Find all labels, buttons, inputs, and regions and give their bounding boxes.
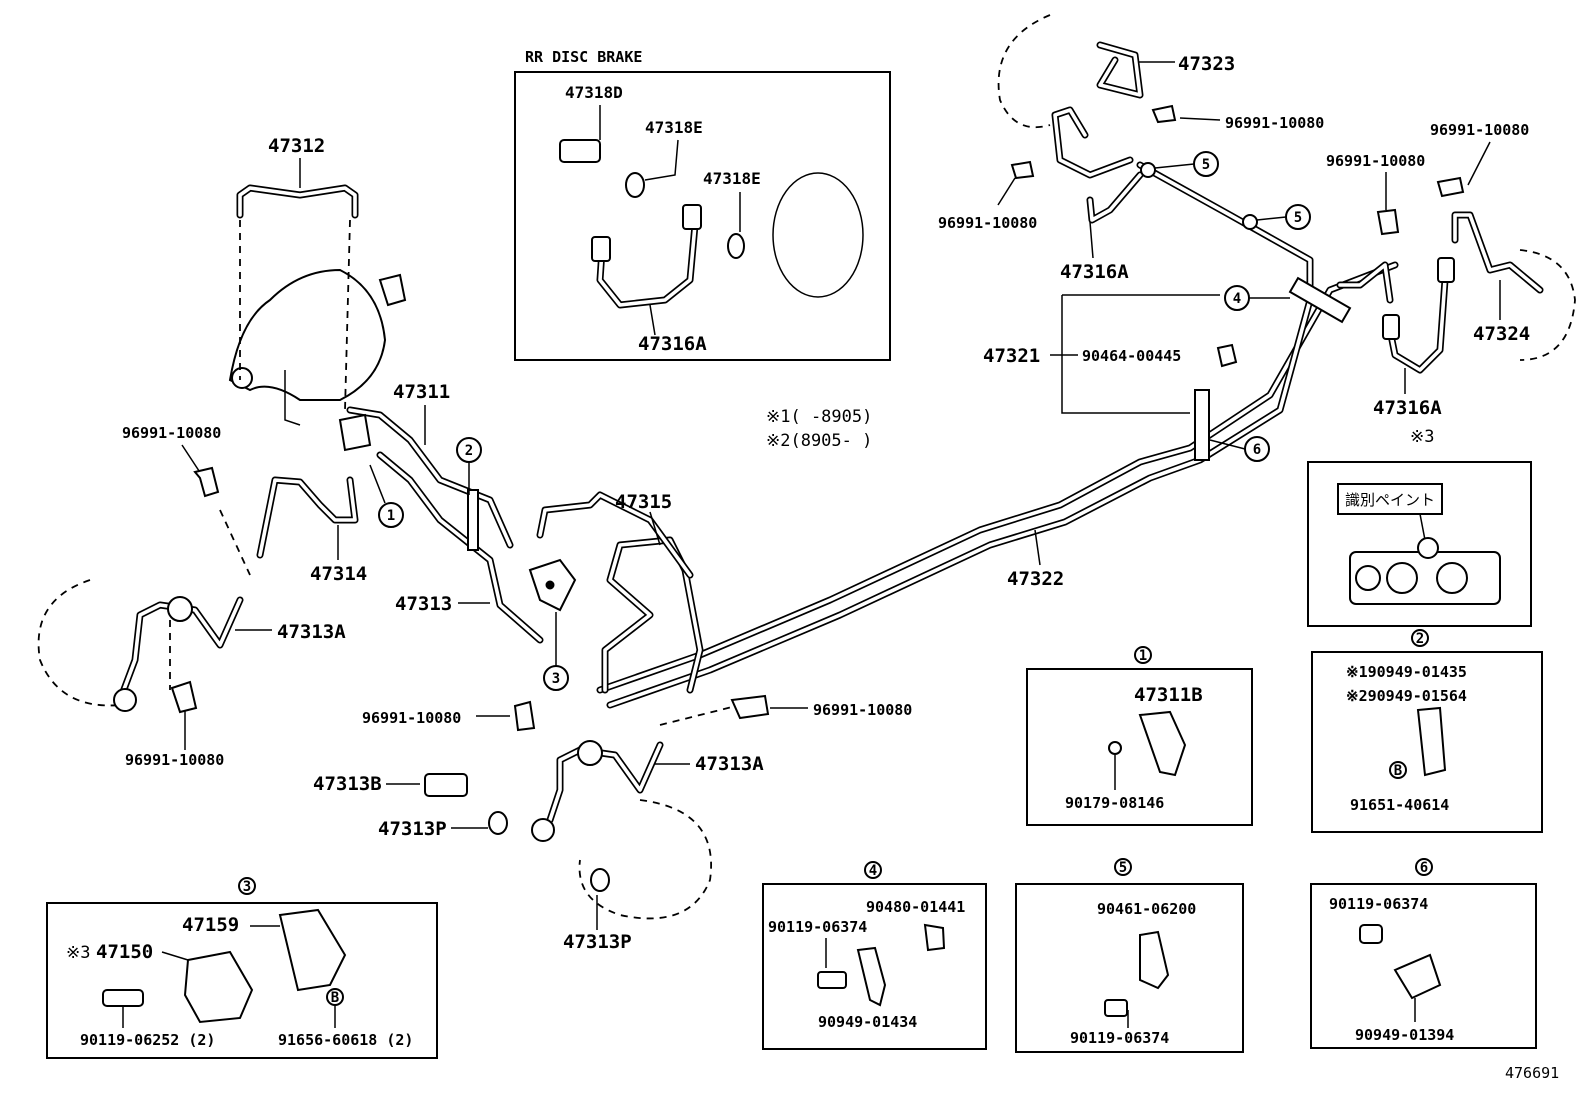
detail-2-badge: B — [1394, 763, 1402, 779]
label-clip-8: 96991-10080 — [1430, 121, 1529, 139]
detail-6-box: 6 90119-06374 90949-01394 — [1310, 858, 1537, 1049]
dashed-leaders — [169, 219, 741, 726]
detail-4-part-b: 90119-06374 — [768, 918, 867, 936]
detail-4-box: 4 90480-01441 90119-06374 90949-01434 — [762, 861, 987, 1050]
ref-6: 6 — [1253, 442, 1261, 458]
label-90464-00445: 90464-00445 — [1082, 347, 1181, 365]
detail-5-ref: 5 — [1119, 860, 1127, 876]
label-47313: 47313 — [395, 593, 452, 615]
detail-3-part-b: 47150 — [96, 941, 153, 963]
label-47323: 47323 — [1178, 53, 1235, 75]
detail-5-box: 5 90461-06200 90119-06374 — [1015, 858, 1244, 1053]
detail-x3-box: ※3 識別ペイント — [1307, 427, 1532, 627]
circle-references: 1 2 3 4 5 5 6 — [369, 151, 1311, 691]
ref-5a: 5 — [1202, 157, 1210, 173]
detail-3-box: 3 47159 ※3 47150 B 90119-06252 (2) 91656… — [46, 877, 438, 1059]
label-47313A-bottom: 47313A — [695, 753, 764, 775]
part-47318D-label: 47318D — [565, 83, 623, 102]
detail-x3-paint-label: 識別ペイント — [1345, 491, 1435, 509]
part-47318E-label: 47318E — [645, 118, 703, 137]
line-clamps — [467, 162, 1352, 551]
detail-4-part-c: 90949-01434 — [818, 1013, 917, 1031]
detail-2-box: 2 ※190949-01435 ※290949-01564 B 91651-40… — [1311, 629, 1543, 833]
detail-1-part-b: 90179-08146 — [1065, 794, 1164, 812]
detail-3-part-a: 47159 — [182, 914, 239, 936]
label-clip-3: 96991-10080 — [362, 709, 461, 727]
detail-1-box: 1 47311B 90179-08146 — [1026, 646, 1253, 826]
detail-4-part-a: 90480-01441 — [866, 898, 965, 916]
main-part-labels: 47312 47311 47314 47313 47313A 47313A 47… — [122, 53, 1530, 953]
label-clip-7: 96991-10080 — [1326, 152, 1425, 170]
ref-4: 4 — [1233, 291, 1241, 307]
label-47313A-left: 47313A — [277, 621, 346, 643]
ref-2: 2 — [465, 443, 473, 459]
detail-4-ref: 4 — [869, 863, 877, 879]
label-47312: 47312 — [268, 135, 325, 157]
part-47316A-box-label: 47316A — [638, 333, 707, 355]
label-47324: 47324 — [1473, 323, 1530, 345]
master-cylinder-drawing — [228, 268, 407, 426]
detail-x3-mark: ※3 — [1410, 427, 1434, 447]
detail-2-ref: 2 — [1416, 631, 1424, 647]
label-47322: 47322 — [1007, 568, 1064, 590]
label-47313P-b: 47313P — [563, 931, 632, 953]
detail-2-part-a: ※190949-01435 — [1346, 663, 1467, 681]
detail-1-part-a: 47311B — [1134, 684, 1203, 706]
label-clip-1: 96991-10080 — [122, 424, 221, 442]
main-brake-tubes — [116, 41, 1544, 824]
note-1: ※1( -8905) — [766, 407, 872, 427]
label-clip-2: 96991-10080 — [125, 751, 224, 769]
label-47314: 47314 — [310, 563, 367, 585]
label-47315: 47315 — [615, 491, 672, 513]
label-47311: 47311 — [393, 381, 450, 403]
hose-fittings — [113, 204, 1455, 842]
label-47313B: 47313B — [313, 773, 382, 795]
detail-1-ref: 1 — [1139, 648, 1147, 664]
detail-5-part-a: 90461-06200 — [1097, 900, 1196, 918]
detail-3-ref: 3 — [243, 879, 251, 895]
label-47316A-upper: 47316A — [1060, 261, 1129, 283]
detail-6-ref: 6 — [1420, 860, 1428, 876]
detail-6-part-a: 90119-06374 — [1329, 895, 1428, 913]
label-47316A-right: 47316A — [1373, 397, 1442, 419]
part-47318E-label-2: 47318E — [703, 169, 761, 188]
label-47321: 47321 — [983, 345, 1040, 367]
label-clip-4: 96991-10080 — [813, 701, 912, 719]
brake-disc-outlines — [37, 14, 1576, 920]
label-clip-5: 96991-10080 — [1225, 114, 1324, 132]
rr-disc-brake-title: RR DISC BRAKE — [525, 48, 642, 66]
label-47313P-a: 47313P — [378, 818, 447, 840]
proportioning-valve-drawing — [338, 413, 577, 612]
note-2: ※2(8905- ) — [766, 431, 872, 451]
detail-3-part-d: 91656-60618 (2) — [278, 1031, 413, 1049]
diagram-id: 476691 — [1505, 1064, 1559, 1082]
detail-5-part-b: 90119-06374 — [1070, 1029, 1169, 1047]
label-clip-6: 96991-10080 — [938, 214, 1037, 232]
detail-3-part-c: 90119-06252 (2) — [80, 1031, 215, 1049]
detail-6-part-b: 90949-01394 — [1355, 1026, 1454, 1044]
detail-2-part-c: 91651-40614 — [1350, 796, 1449, 814]
ref-5b: 5 — [1294, 210, 1302, 226]
detail-3-mark: ※3 — [66, 943, 90, 963]
ref-3: 3 — [552, 671, 560, 687]
rr-disc-brake-box: RR DISC BRAKE 47318D 47318E 47318E 47316… — [514, 48, 891, 361]
ref-1: 1 — [387, 508, 395, 524]
detail-2-part-b: ※290949-01564 — [1346, 687, 1467, 705]
detail-3-badge: B — [331, 990, 339, 1006]
